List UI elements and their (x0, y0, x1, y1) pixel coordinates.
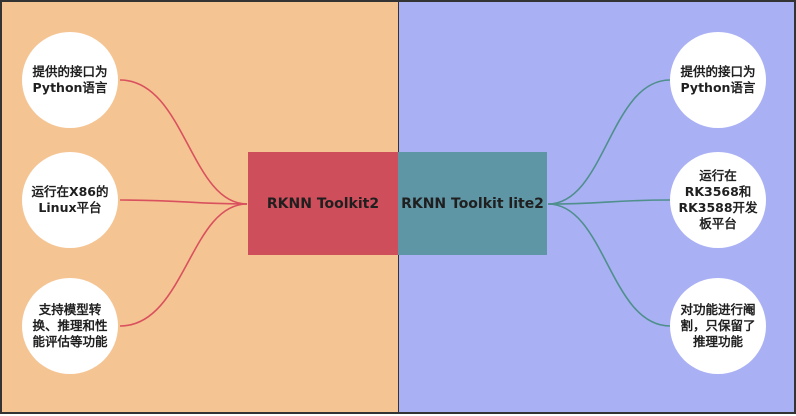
rknn-toolkit-lite2-node: RKNN Toolkit lite2 (398, 152, 547, 255)
left-branch-x86-linux: 运行在X86的 Linux平台 (22, 152, 118, 248)
left-branch-model-conversion: 支持模型转 换、推理和性 能评估等功能 (22, 278, 118, 374)
right-branch-python-interface: 提供的接口为 Python语言 (670, 32, 766, 128)
right-branch-rk-platform: 运行在 RK3568和 RK3588开发 板平台 (670, 152, 766, 248)
rknn-toolkit2-node: RKNN Toolkit2 (248, 152, 398, 255)
right-branch-inference-only: 对功能进行阉 割，只保留了 推理功能 (670, 278, 766, 374)
left-branch-python-interface: 提供的接口为 Python语言 (22, 32, 118, 128)
